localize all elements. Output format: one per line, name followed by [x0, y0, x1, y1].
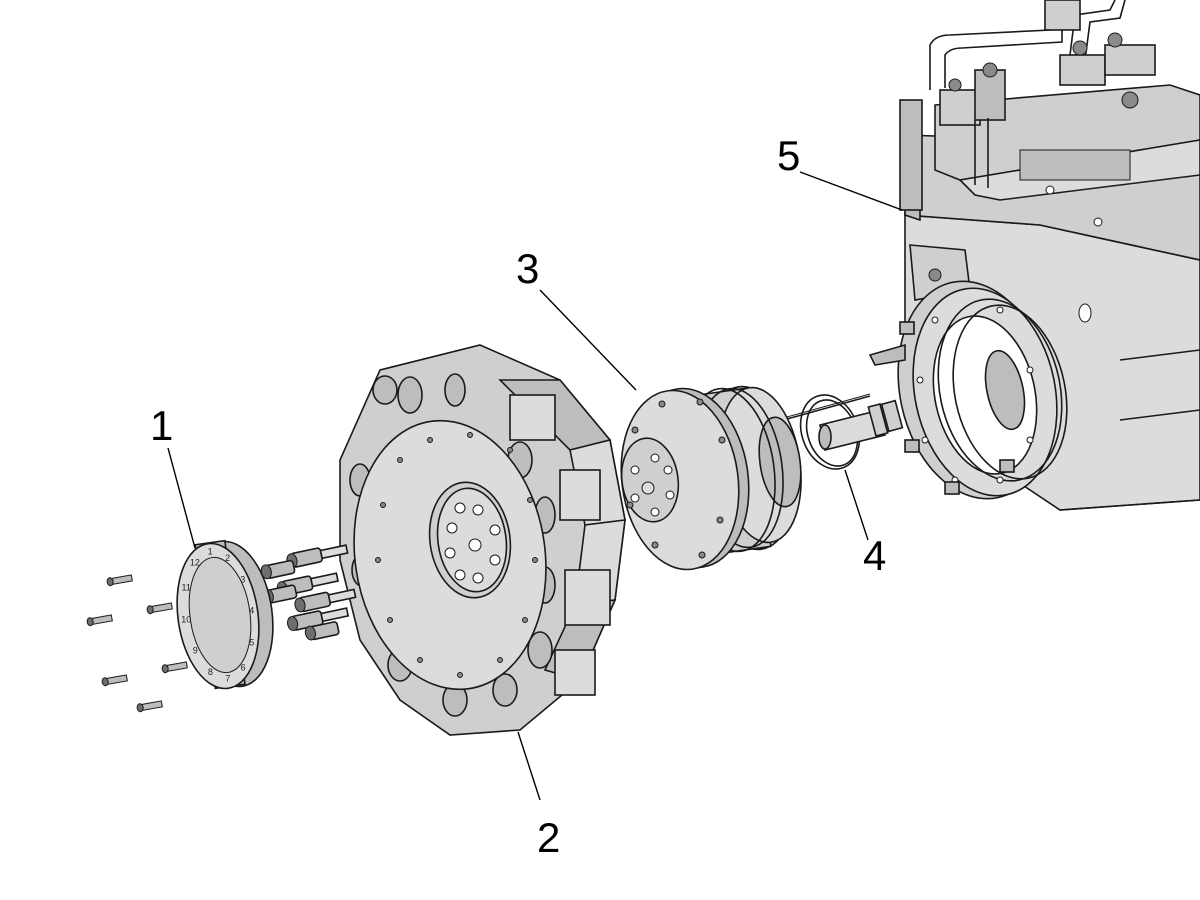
callout-3: 3	[516, 245, 539, 292]
small-screws	[86, 574, 188, 713]
leader-3	[539, 289, 637, 391]
leader-5	[799, 171, 903, 211]
leader-lines	[167, 171, 903, 801]
dial-number: 12	[190, 557, 200, 567]
mounting-bolts	[260, 544, 357, 641]
dial-number: 11	[182, 582, 191, 592]
part-5-turret-housing	[868, 0, 1200, 511]
callout-5: 5	[777, 132, 800, 179]
callouts: 1 2 3 4 5	[150, 132, 886, 861]
leader-1	[167, 447, 196, 549]
leader-2	[517, 731, 541, 801]
dial-number: 7	[225, 673, 230, 683]
dial-number: 3	[240, 574, 245, 584]
dial-number: 1	[208, 547, 213, 557]
part-3-hub-motor	[620, 385, 802, 571]
leader-4	[844, 469, 869, 541]
callout-2: 2	[537, 814, 560, 861]
dial-number: 10	[181, 615, 191, 625]
dial-number: 6	[241, 663, 246, 673]
dial-number: 9	[193, 646, 198, 656]
callout-1: 1	[150, 402, 173, 449]
callout-4: 4	[863, 532, 886, 579]
dial-number: 5	[249, 638, 254, 648]
dial-number: 8	[208, 667, 213, 677]
dial-number: 4	[249, 605, 254, 615]
part-2-turret-disc	[339, 344, 626, 736]
dial-number: 2	[225, 553, 230, 563]
